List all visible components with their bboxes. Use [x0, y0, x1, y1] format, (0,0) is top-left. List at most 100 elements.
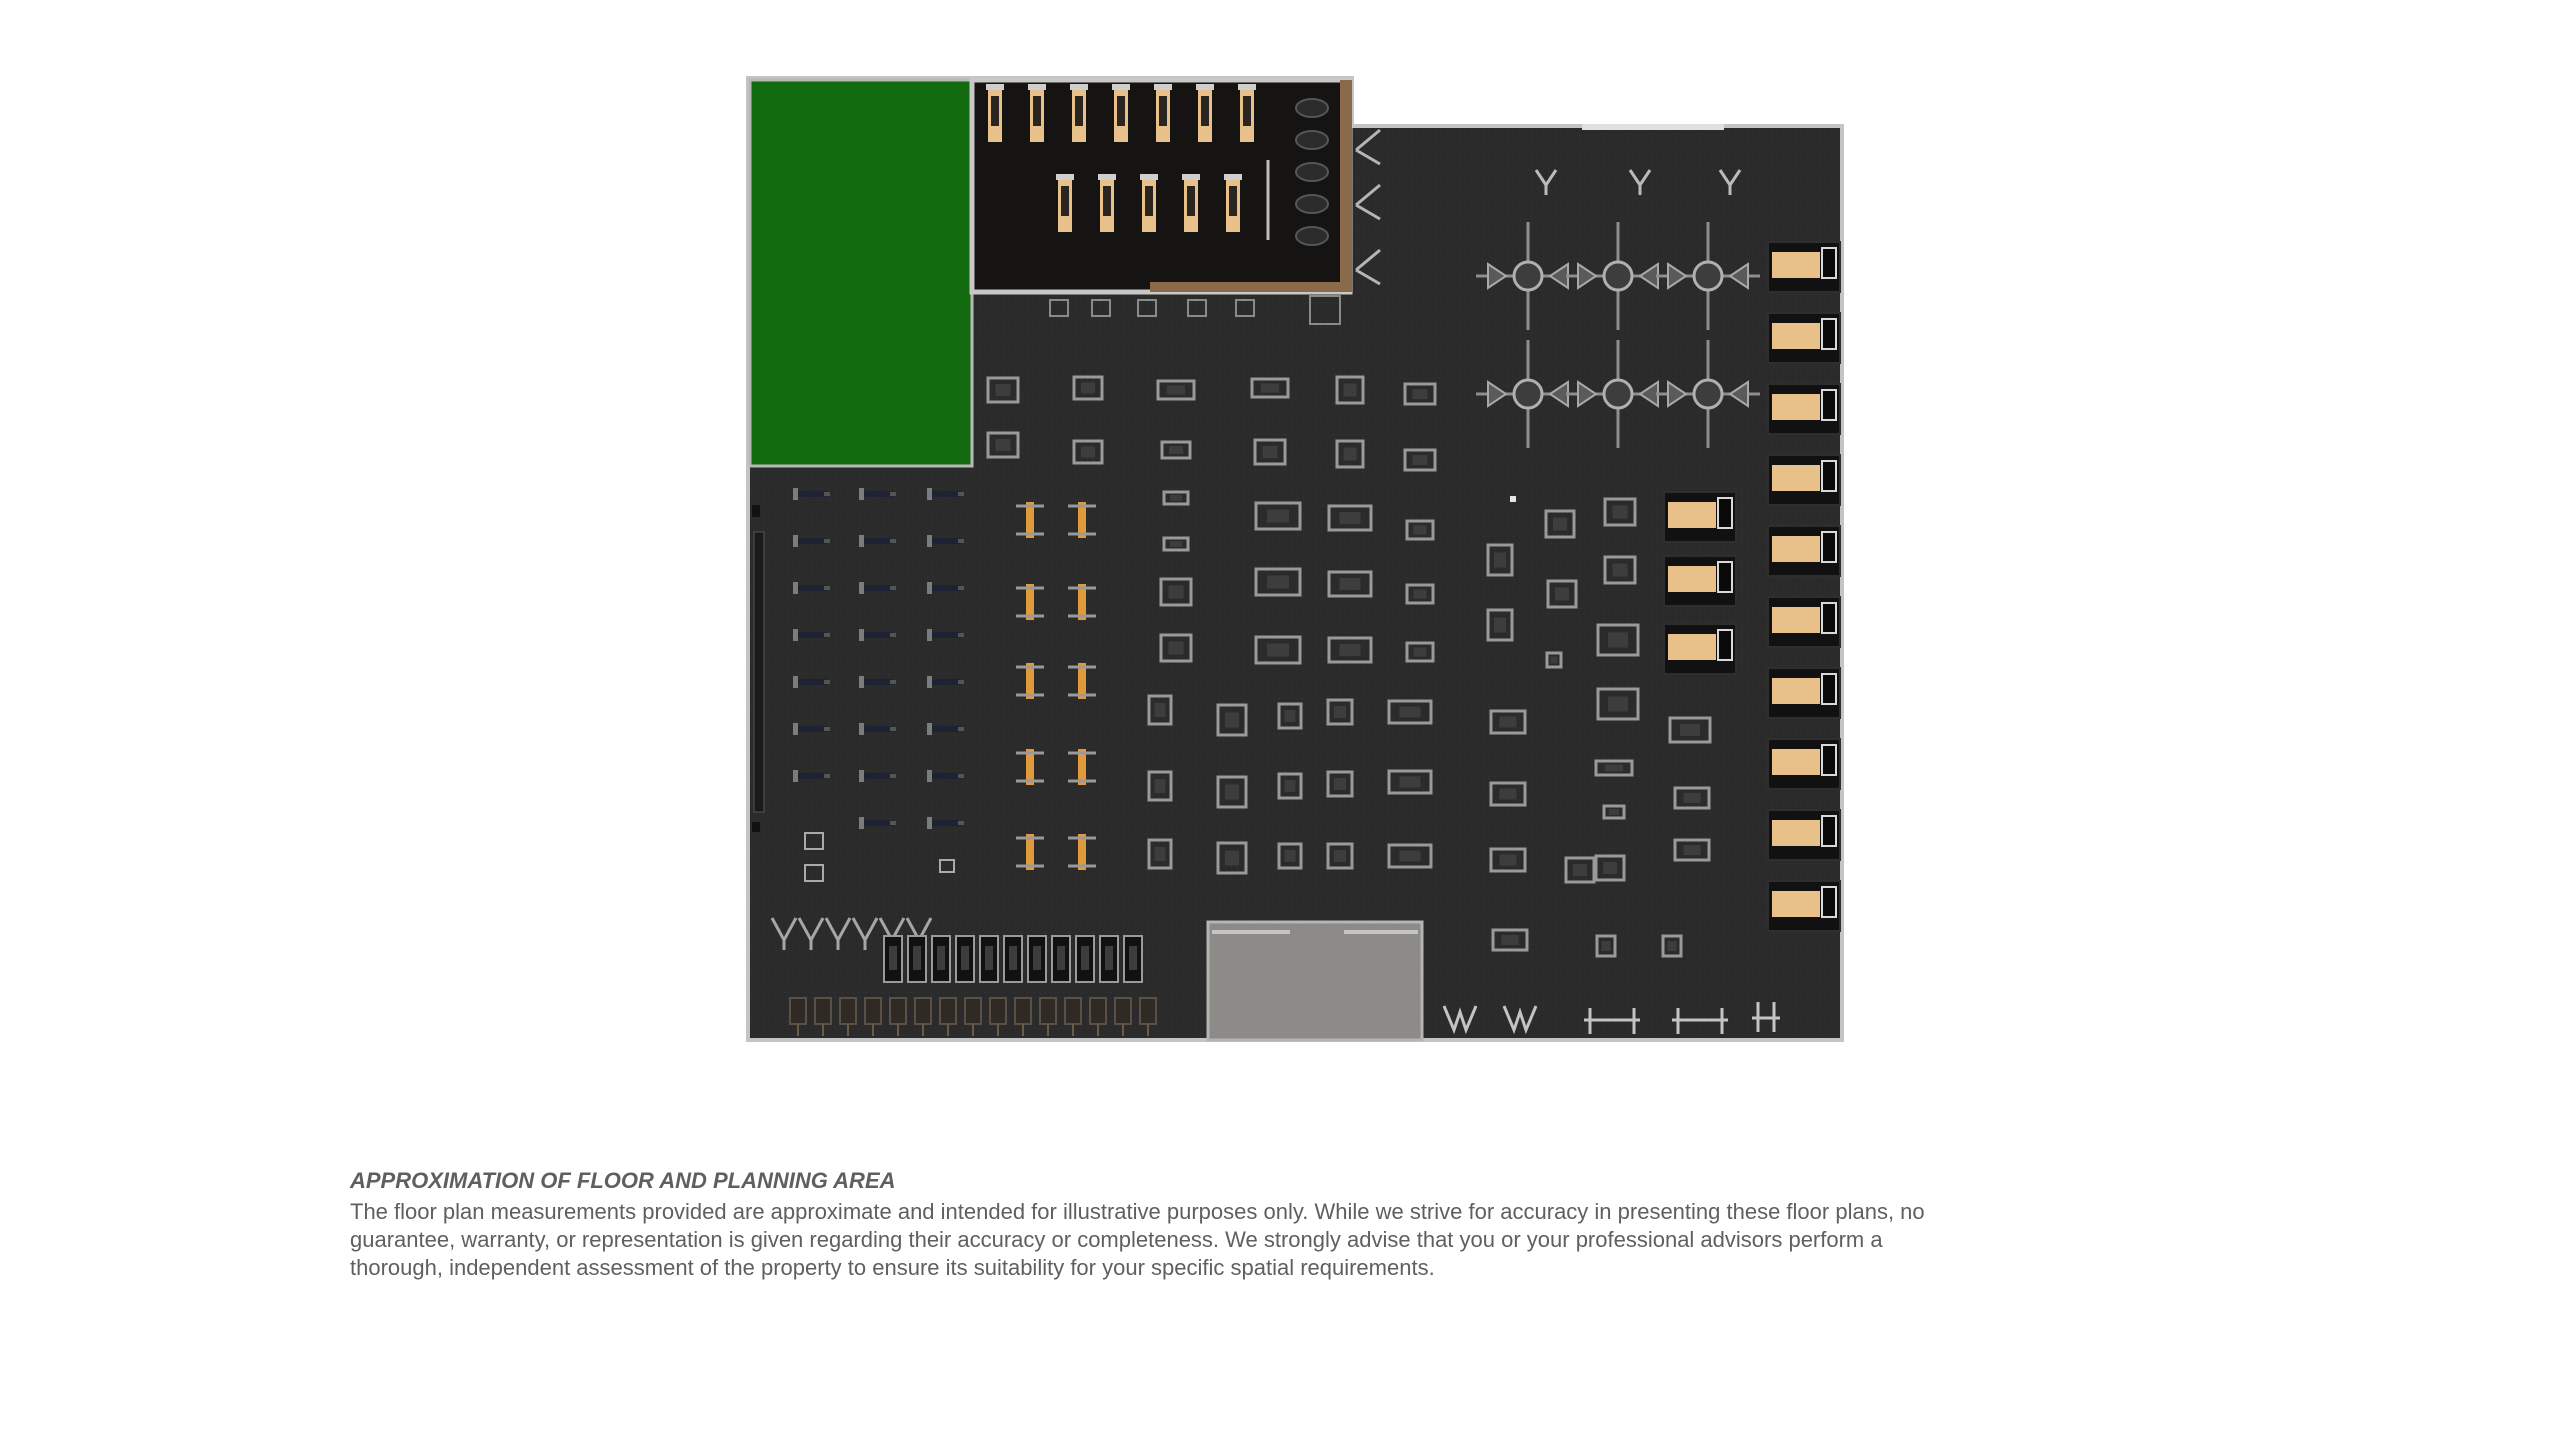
machine-icon — [1387, 769, 1433, 795]
treadmill-icon — [859, 676, 896, 688]
machine-icon — [1491, 928, 1529, 952]
entrance-area — [1206, 920, 1424, 1042]
treadmill-icon — [927, 770, 964, 782]
machine-icon — [1405, 519, 1435, 541]
rower-icon — [907, 935, 927, 983]
bike-icon — [1114, 997, 1132, 1036]
lifting-platforms — [1767, 241, 1841, 932]
treadmill-icon — [927, 535, 964, 547]
platform-icon — [1767, 809, 1841, 861]
machine-icon — [1327, 570, 1373, 598]
machine-icon — [1159, 633, 1193, 663]
machine-icon — [1326, 698, 1354, 726]
machine-icon — [1250, 377, 1290, 399]
machine-icon — [1603, 555, 1637, 585]
rack-icon — [1355, 248, 1381, 286]
bike-icon — [1039, 997, 1057, 1036]
disclaimer-text: The floor plan measurements provided are… — [350, 1199, 1925, 1280]
treadmill-icon — [793, 629, 830, 641]
mid-platforms — [1663, 491, 1737, 675]
bench-icon — [1016, 584, 1044, 620]
treadmill-icon — [859, 770, 896, 782]
bike-icon — [1064, 997, 1082, 1036]
studio-bike-icon — [1238, 84, 1256, 142]
treadmill-icon — [793, 723, 830, 735]
machine-icon — [1596, 687, 1640, 721]
machine-icon — [1159, 577, 1193, 607]
bike-icon — [1089, 997, 1107, 1036]
machine-icon — [1489, 847, 1527, 873]
machine-icon — [1216, 841, 1248, 875]
bench-icon — [1672, 1008, 1728, 1034]
bench-icon — [1068, 749, 1096, 785]
studio-bike-icon — [1056, 174, 1074, 232]
machine-icon — [1486, 543, 1514, 577]
bottom-left-equipment — [770, 917, 1157, 1036]
cable-station-icon — [1476, 222, 1580, 330]
machine-icon — [1216, 775, 1248, 809]
rower-icon — [883, 935, 903, 983]
bike-icon — [814, 997, 832, 1036]
platform-icon — [1767, 596, 1841, 648]
bench-icon — [1068, 834, 1096, 870]
cable-station-icon — [1566, 222, 1670, 330]
treadmill-icon — [859, 817, 896, 829]
rack-icon — [1355, 128, 1381, 166]
machine-icon — [1147, 838, 1173, 870]
bike-icon — [939, 997, 957, 1036]
bench-icon — [1016, 834, 1044, 870]
treadmill-icon — [927, 488, 964, 500]
treadmill-icon — [793, 770, 830, 782]
treadmill-icon — [927, 582, 964, 594]
rack-icon — [1752, 1002, 1780, 1032]
rack-icon — [770, 917, 798, 950]
wall-equipment-icon — [1295, 98, 1329, 118]
studio-room — [969, 77, 1353, 295]
machine-icon — [1661, 934, 1683, 958]
machine-icon — [1486, 608, 1514, 642]
treadmill-icon — [927, 817, 964, 829]
wall-equipment-icon — [1295, 226, 1329, 246]
studio-bike-icon — [1196, 84, 1214, 142]
treadmill-icon — [927, 629, 964, 641]
bench-icon — [1016, 663, 1044, 699]
wall-equipment-icon — [1295, 194, 1329, 214]
bench-rows — [1016, 502, 1096, 870]
machine-icon — [1673, 786, 1711, 810]
strength-machines — [986, 375, 1712, 958]
machine-icon — [1160, 440, 1192, 460]
bench-icon — [1584, 1008, 1640, 1034]
machine-icon — [1489, 709, 1527, 735]
studio-bike-icon — [1154, 84, 1172, 142]
bike-icon — [1014, 997, 1032, 1036]
machine-icon — [1072, 375, 1104, 401]
machine-icon — [1309, 295, 1341, 325]
machine-icon — [1216, 703, 1248, 737]
bike-icon — [914, 997, 932, 1036]
studio-bike-icon — [1098, 174, 1116, 232]
machine-icon — [1254, 567, 1302, 597]
treadmill-icon — [859, 723, 896, 735]
bench-icon — [1068, 584, 1096, 620]
machine-icon — [1545, 651, 1563, 669]
machine-icon — [1235, 299, 1255, 317]
machine-icon — [1254, 501, 1302, 531]
rack-icon — [851, 917, 879, 950]
machine-icon — [1335, 375, 1365, 405]
treadmill-icon — [939, 859, 955, 873]
cable-stations — [1476, 169, 1760, 448]
platform-icon — [1663, 555, 1737, 607]
studio-bike-icon — [1112, 84, 1130, 142]
machine-icon — [986, 376, 1020, 404]
bench-icon — [1068, 502, 1096, 538]
top-doorway — [1582, 124, 1724, 130]
platform-icon — [1767, 525, 1841, 577]
machine-icon — [1673, 838, 1711, 862]
cable-station-icon — [1566, 340, 1670, 448]
machine-icon — [1187, 299, 1207, 317]
platform-icon — [1767, 383, 1841, 435]
marker-icon — [1510, 496, 1516, 502]
machine-icon — [1596, 623, 1640, 657]
studio-wall-equipment — [1295, 98, 1381, 286]
treadmill-icon — [859, 488, 896, 500]
